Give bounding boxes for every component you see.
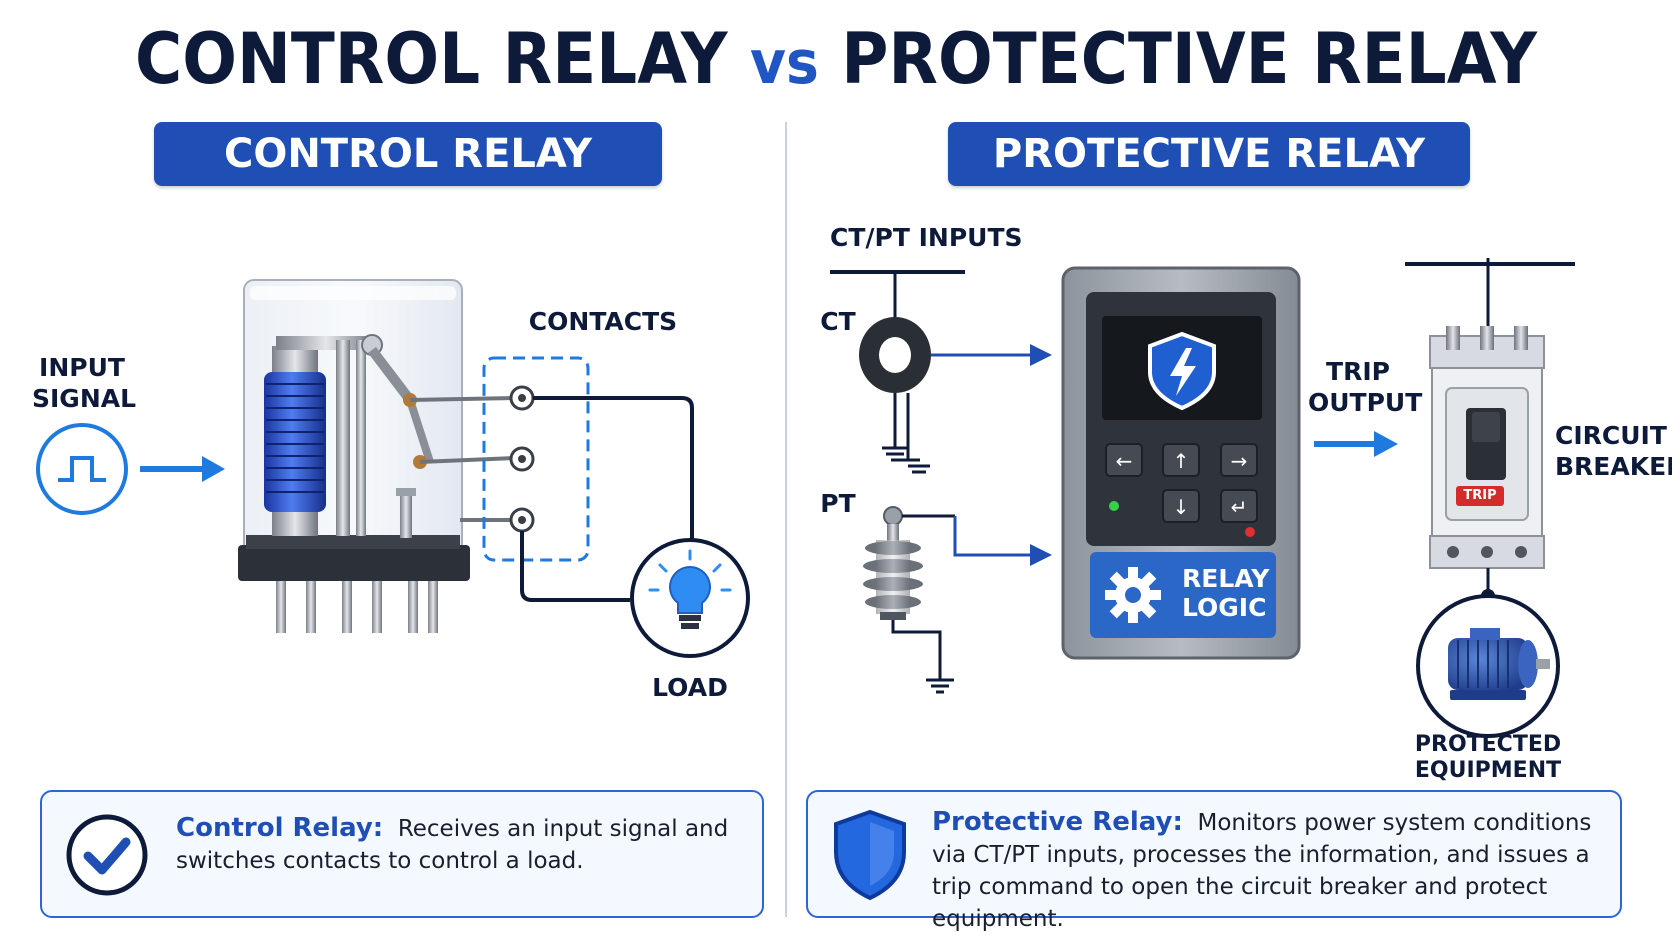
circuit-breaker [1430, 326, 1544, 568]
trip-output-line2: OUTPUT [1308, 387, 1408, 418]
protective-relay-header: PROTECTIVE RELAY [948, 122, 1470, 186]
protected-equipment-line1: PROTECTED [1408, 732, 1568, 758]
protective-relay-description: Protective Relay: Monitors power system … [932, 806, 1612, 935]
pt-sensor [863, 507, 955, 692]
relay-logic-label: RELAY LOGIC [1182, 564, 1282, 622]
control-relay-description-lead: Control Relay: [176, 813, 383, 843]
pt-label: PT [818, 488, 858, 519]
lightbulb-icon [632, 540, 748, 656]
ground-icon [882, 448, 930, 472]
trip-output-line1: TRIP [1308, 356, 1408, 387]
relay-logic-line1: RELAY [1182, 564, 1282, 593]
shield-icon [830, 806, 910, 904]
input-signal-line2: SIGNAL [32, 383, 132, 414]
control-relay-description: Control Relay: Receives an input signal … [176, 812, 736, 877]
ctpt-inputs-label: CT/PT INPUTS [830, 222, 1010, 253]
trip-output-label: TRIP OUTPUT [1308, 356, 1408, 418]
trip-output-arrow [1314, 431, 1398, 457]
circuit-breaker-label: CIRCUIT BREAKER [1555, 420, 1665, 482]
protected-equipment-line2: EQUIPMENT [1408, 758, 1568, 784]
title-right: PROTECTIVE RELAY [841, 18, 1537, 100]
ct-label: CT [818, 306, 858, 337]
input-signal-line1: INPUT [32, 352, 132, 383]
pt-signal-arrow [955, 516, 1052, 566]
control-relay-header-text: CONTROL RELAY [224, 131, 592, 177]
svg-text:↑: ↑ [1173, 449, 1190, 473]
control-relay-diagram [0, 190, 785, 720]
motor-icon [1418, 596, 1558, 736]
input-signal-label: INPUT SIGNAL [32, 352, 132, 414]
title-left: CONTROL RELAY [135, 18, 728, 100]
gear-icon [1105, 567, 1161, 623]
contact-terminals [511, 387, 533, 531]
protective-relay-description-lead: Protective Relay: [932, 807, 1183, 837]
load-wire-top [533, 398, 692, 540]
title-vs: vs [750, 28, 819, 98]
protected-equipment-label: PROTECTED EQUIPMENT [1408, 732, 1568, 784]
circuit-breaker-line1: CIRCUIT [1555, 420, 1665, 451]
control-relay-card: Control Relay: Receives an input signal … [40, 790, 764, 918]
contacts-label: CONTACTS [528, 306, 678, 337]
ct-signal-arrow [931, 344, 1052, 366]
svg-text:→: → [1231, 449, 1248, 473]
protective-relay-header-text: PROTECTIVE RELAY [993, 131, 1425, 177]
relay-logic-line2: LOGIC [1182, 593, 1282, 622]
protective-relay-diagram: ← ↑ → ↓ ↵ [787, 190, 1672, 790]
input-arrow [140, 456, 225, 482]
ct-sensor [859, 317, 931, 460]
svg-text:↵: ↵ [1231, 495, 1248, 519]
svg-text:←: ← [1116, 449, 1133, 473]
load-wire-bottom [522, 531, 630, 600]
relay-housing [238, 280, 515, 633]
control-relay-header: CONTROL RELAY [154, 122, 662, 186]
svg-text:↓: ↓ [1173, 495, 1190, 519]
main-title: CONTROL RELAY vs PROTECTIVE RELAY [67, 18, 1605, 100]
load-label: LOAD [645, 672, 735, 703]
circuit-breaker-line2: BREAKER [1555, 451, 1665, 482]
protective-relay-card: Protective Relay: Monitors power system … [806, 790, 1622, 918]
checkmark-icon [64, 812, 150, 898]
trip-button-label: TRIP [1456, 486, 1504, 506]
pulse-icon [38, 425, 126, 513]
